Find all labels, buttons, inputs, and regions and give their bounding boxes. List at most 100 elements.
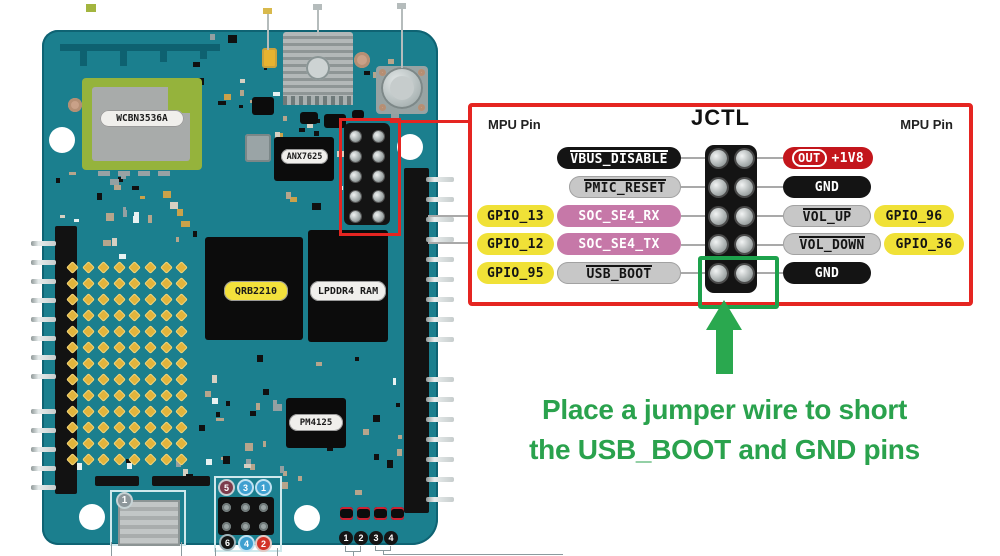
jctl-diagram-pin [709, 207, 727, 225]
header-pin [426, 417, 454, 422]
header-pin [426, 497, 454, 502]
small-component [74, 219, 79, 222]
header-pin [31, 260, 56, 265]
small-component [163, 191, 171, 198]
up-arrow-shaft [716, 328, 733, 374]
solder-pad [66, 405, 79, 418]
caption-line-1: Place a jumper wire to short [541, 394, 908, 425]
solder-pad [144, 277, 157, 290]
solder-pad [66, 453, 79, 466]
small-component [283, 116, 287, 121]
pinout-line [681, 215, 705, 217]
small-component [112, 238, 117, 246]
jctl-diagram-pin [709, 264, 727, 282]
soc-chip-label: QRB2210 [224, 281, 288, 301]
jctl-pin [372, 210, 384, 222]
switch [374, 507, 387, 520]
jctl-diagram-pin [735, 207, 753, 225]
callout-bracket-line [277, 548, 278, 556]
small-component [205, 391, 211, 397]
small-component [193, 62, 200, 67]
wire-cap [263, 8, 272, 14]
callout-title: JCTL [691, 105, 750, 130]
small-component [132, 186, 139, 190]
solder-pad [112, 277, 126, 290]
mounting-hole [79, 504, 105, 530]
jctl-pin [372, 190, 384, 202]
gpio-pill-95: GPIO_95 [477, 262, 554, 284]
small-component [228, 35, 237, 43]
solder-pad [159, 277, 173, 290]
right-pin-header [404, 168, 429, 513]
wire-cap [313, 4, 322, 10]
screw [418, 104, 425, 111]
small-component [134, 212, 139, 218]
small-component [69, 172, 76, 175]
callout-bracket-line [345, 546, 346, 552]
header-pin [31, 485, 56, 490]
solder-pad [81, 277, 95, 290]
small-component [199, 425, 205, 431]
solder-pad [112, 293, 126, 306]
j6-pin4-marker: 4 [238, 535, 255, 552]
pcb-antenna-trace [60, 44, 220, 51]
small-component [123, 207, 126, 211]
switch [357, 507, 370, 520]
small-component [397, 449, 402, 456]
small-component [110, 179, 119, 185]
smd-strip [95, 476, 139, 486]
solder-pad [112, 453, 126, 466]
header-pin [426, 177, 454, 182]
solder-pad [159, 261, 173, 274]
small-component [126, 459, 131, 463]
header-pin [426, 317, 454, 322]
small-component [398, 435, 402, 439]
pmic-chip-label: PM4125 [289, 414, 343, 431]
solder-pad [66, 277, 79, 290]
module-pad [138, 171, 150, 176]
caption-line-2: the USB_BOOT and GND pins [529, 434, 920, 465]
solder-pad [144, 309, 157, 322]
j6-pin [258, 521, 268, 531]
signal-pill-gnd-2: GND [783, 262, 871, 284]
round-connector-center [390, 76, 414, 100]
small-component [133, 216, 139, 223]
smd-strip [152, 476, 210, 486]
jctl-pin [349, 170, 361, 182]
solder-pad [128, 309, 142, 322]
bridge-chip-label: ANX7625 [281, 149, 328, 164]
callout-bracket-line [111, 542, 112, 556]
small-component [388, 59, 394, 64]
small-component [355, 490, 362, 495]
header-pin [426, 377, 454, 382]
small-component [216, 418, 224, 421]
jctl-pin [372, 150, 384, 162]
solder-pad [144, 421, 157, 434]
small-component [193, 231, 197, 237]
solder-pad [97, 309, 111, 322]
solder-pad [128, 293, 142, 306]
pinout-line [757, 157, 783, 159]
header-pin [31, 298, 56, 303]
solder-pad [66, 309, 79, 322]
solder-pad [144, 453, 157, 466]
solder-pad [175, 437, 189, 450]
small-component [250, 411, 256, 416]
switch-marker-3: 3 [369, 531, 383, 545]
small-component [170, 202, 178, 209]
solder-pad [66, 261, 79, 274]
header-pin [31, 447, 56, 452]
pcb-antenna-trace [80, 51, 87, 66]
pinout-line [681, 157, 705, 159]
j6-pin2-marker: 2 [255, 535, 272, 552]
small-component [118, 177, 123, 182]
solder-pad [144, 261, 157, 274]
small-component [299, 128, 305, 132]
small-component [121, 175, 126, 179]
jctl-pin [372, 130, 384, 142]
small-component [176, 237, 179, 242]
solder-pad [81, 405, 95, 418]
small-component [114, 185, 121, 190]
header-pin [31, 355, 56, 360]
small-component [263, 389, 269, 395]
